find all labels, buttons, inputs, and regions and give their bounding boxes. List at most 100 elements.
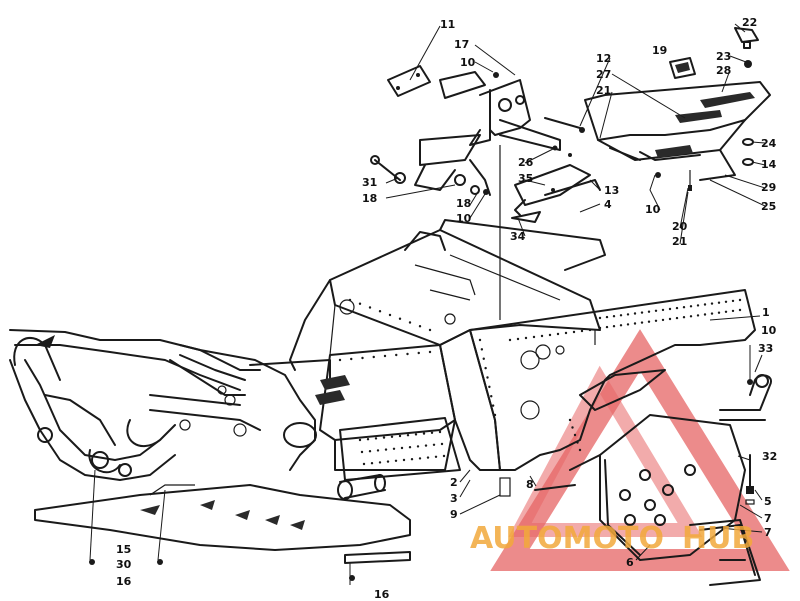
callout-label: 26: [518, 156, 534, 169]
rivet-dot: [717, 301, 721, 304]
rivet-dots: [338, 298, 742, 466]
rivet-dot: [418, 457, 422, 460]
rivet-dot: [675, 316, 679, 320]
watermark-text: AUTOMOTO HUB: [470, 521, 754, 556]
rivet-dot: [640, 311, 644, 314]
rivet-dot: [640, 321, 644, 324]
rivet-dot: [696, 314, 700, 317]
rivet-dot: [598, 326, 602, 330]
callout-label: 35: [518, 172, 533, 185]
rivet-dot: [540, 334, 544, 338]
rivet-dot: [738, 308, 742, 312]
rivet-dot: [484, 366, 487, 370]
rivet-dot: [378, 310, 382, 313]
rivet-dot: [724, 300, 728, 303]
rivet-dot: [394, 459, 398, 462]
callout-label: 20: [672, 220, 688, 233]
rivet-dot: [426, 456, 430, 459]
rivet-dot: [605, 315, 609, 319]
callout-label: 25: [761, 200, 776, 213]
rivet-dot: [491, 404, 495, 407]
rivet-dot: [588, 328, 592, 332]
rivet-dot: [382, 436, 386, 439]
rivet-dot: [414, 433, 418, 436]
rivet-dot: [395, 353, 398, 357]
callout-label: 18: [456, 197, 471, 210]
rivet-dot: [442, 454, 446, 458]
rivet-dot: [493, 413, 497, 417]
callout-label: 27: [596, 68, 611, 81]
rivet-dot: [654, 319, 658, 322]
callout-label: 14: [761, 158, 777, 171]
rivet-dot: [402, 458, 406, 462]
rivet-dot: [350, 357, 353, 361]
rivet-dot: [384, 448, 388, 451]
callout-label: 32: [762, 450, 777, 463]
rivet-dot: [508, 338, 512, 342]
callout-label: 6: [626, 556, 634, 569]
callout-label: 15: [116, 543, 131, 556]
rivet-dot: [358, 438, 362, 442]
rivet-dot: [422, 432, 426, 435]
rivet-dot: [548, 333, 552, 337]
leader-lines: [89, 23, 766, 585]
callout-label: 5: [764, 495, 772, 508]
rivet-dot: [668, 317, 672, 321]
rivet-dot: [619, 324, 623, 327]
callout-label: 7: [764, 526, 772, 539]
callout-label: 10: [460, 56, 476, 69]
callout-label: 7: [764, 512, 772, 525]
callout-label: 34: [510, 230, 526, 243]
callout-label: 4: [604, 198, 612, 211]
rivet-dot: [424, 444, 428, 447]
rivet-dot: [358, 302, 362, 305]
rivet-dot: [368, 306, 372, 309]
rivet-dot: [392, 447, 396, 450]
rivet-dot: [362, 462, 366, 466]
rivet-dot: [408, 446, 412, 449]
callout-label: 31: [362, 176, 377, 189]
rivet-dot: [417, 351, 420, 355]
rivet-dot: [703, 313, 707, 316]
callout-label: 10: [456, 212, 472, 225]
watermark-text-b: HUB: [682, 521, 754, 556]
rivet-dot: [361, 356, 364, 360]
callout-label: 11: [440, 18, 455, 31]
rivet-dot: [580, 329, 584, 333]
rivet-dot: [710, 302, 714, 305]
rivet-dot: [398, 317, 402, 320]
belly-pan: [34, 484, 411, 564]
rivet-dot: [388, 313, 392, 317]
rivet-dot: [383, 354, 387, 358]
callout-label: 21: [596, 84, 611, 97]
rivet-dot: [556, 332, 560, 336]
rivet-dot: [434, 455, 438, 458]
rivet-dot: [532, 335, 536, 339]
rivet-dot: [360, 450, 364, 454]
rivet-dot: [731, 309, 735, 313]
rivet-dot: [564, 331, 568, 335]
rivet-dot: [654, 309, 658, 312]
rivet-dot: [516, 337, 520, 341]
rivet-dot: [633, 312, 637, 315]
rivet-dot: [368, 450, 372, 453]
rivet-dot: [440, 442, 444, 446]
rivet-dot: [376, 449, 380, 452]
rivet-dot: [482, 357, 485, 360]
rivet-dot: [478, 338, 482, 342]
upper-parts: [370, 27, 771, 320]
callout-label: 29: [761, 181, 776, 194]
rivet-dot: [370, 462, 374, 465]
callout-label: 24: [761, 137, 777, 150]
callout-label: 13: [604, 184, 619, 197]
rivet-dot: [366, 438, 370, 441]
rivet-dot: [418, 325, 422, 328]
rivet-dot: [386, 460, 390, 463]
rivet-dot: [438, 430, 442, 434]
rivet-dot: [738, 298, 742, 302]
rivet-dot: [576, 441, 579, 444]
callout-label: 12: [596, 52, 611, 65]
rivet-dot: [408, 321, 412, 324]
rivet-dot: [710, 312, 714, 315]
